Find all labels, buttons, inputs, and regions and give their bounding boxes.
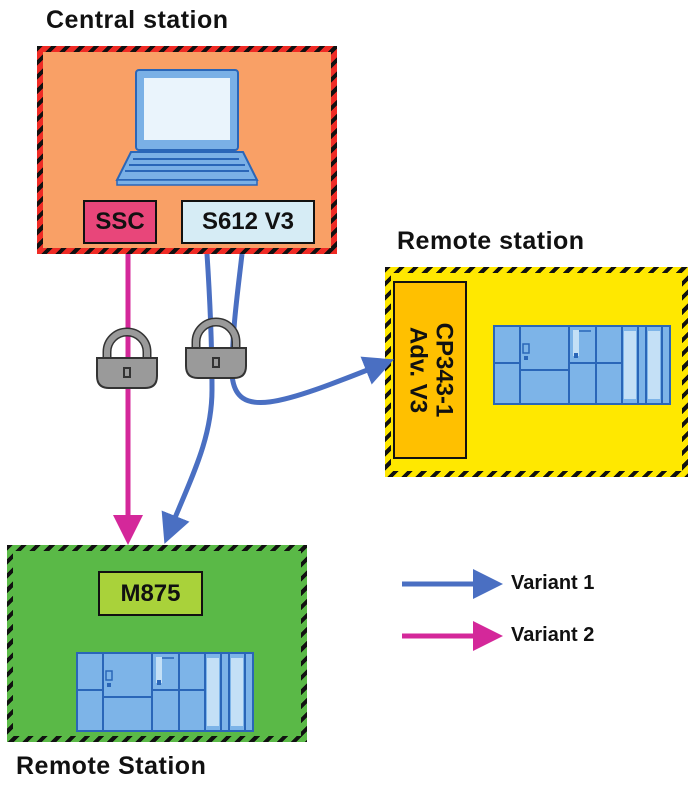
cp343-label: CP343-1 Adv. V3 xyxy=(393,281,467,459)
remote-station-green-box: M875 xyxy=(7,545,307,742)
padlock-icon xyxy=(96,327,158,389)
plc-icon xyxy=(493,325,671,405)
central-station-title: Central station xyxy=(46,6,229,34)
legend-variant2-label: Variant 2 xyxy=(511,624,595,646)
central-station-box: SSC S612 V3 xyxy=(37,46,337,254)
remote-station-yellow-box: CP343-1 Adv. V3 xyxy=(385,267,688,477)
legend-variant1-label: Variant 1 xyxy=(511,572,595,594)
remote-station-title-bottom: Remote Station xyxy=(16,752,207,780)
padlock-icon xyxy=(185,317,247,379)
laptop-icon xyxy=(115,69,259,186)
variant1-connection-to-yellow xyxy=(229,253,394,405)
m875-label: M875 xyxy=(98,571,203,616)
variant1-connection-to-green xyxy=(161,253,215,544)
plc-icon xyxy=(76,652,254,732)
remote-station-title-right: Remote station xyxy=(397,227,585,255)
ssc-label: SSC xyxy=(83,200,157,244)
s612-label: S612 V3 xyxy=(181,200,315,244)
